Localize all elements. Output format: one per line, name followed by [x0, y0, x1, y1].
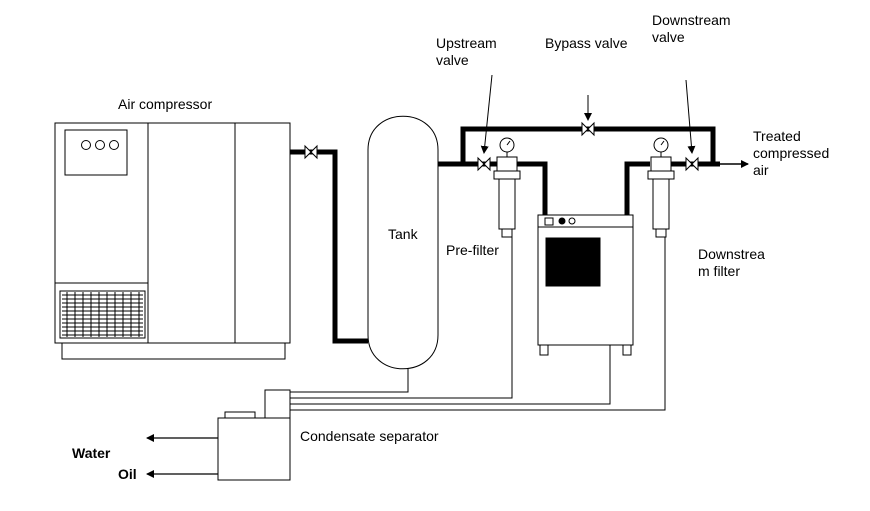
pre-filter [493, 137, 521, 238]
air-compressor-label: Air compressor [118, 96, 213, 112]
bypass-valve-icon [581, 121, 595, 137]
tank [367, 115, 439, 370]
compressor-valve-icon [304, 144, 318, 160]
tank-label: Tank [388, 226, 418, 242]
drain-lines [290, 237, 666, 411]
dryer [537, 214, 634, 356]
condensate-separator-label: Condensate separator [300, 428, 439, 444]
upstream-valve-label: Upstream valve [436, 35, 497, 68]
upstream-valve-icon [477, 156, 491, 172]
downstream-filter [647, 137, 675, 238]
condensate-separator [217, 389, 291, 481]
downstream-valve-label: Downstream valve [652, 12, 731, 45]
water-label: Water [72, 445, 111, 461]
downstream-filter-label: Downstrea m filter [698, 246, 765, 279]
outlet-arrows [146, 160, 749, 478]
air-compressor [54, 122, 291, 360]
downstream-valve-icon [685, 156, 699, 172]
treated-air-label: Treated compressed air [753, 128, 830, 178]
oil-label: Oil [118, 466, 137, 482]
bypass-valve-label: Bypass valve [545, 35, 628, 51]
callout-arrows [480, 74, 696, 154]
pre-filter-label: Pre-filter [446, 242, 499, 258]
